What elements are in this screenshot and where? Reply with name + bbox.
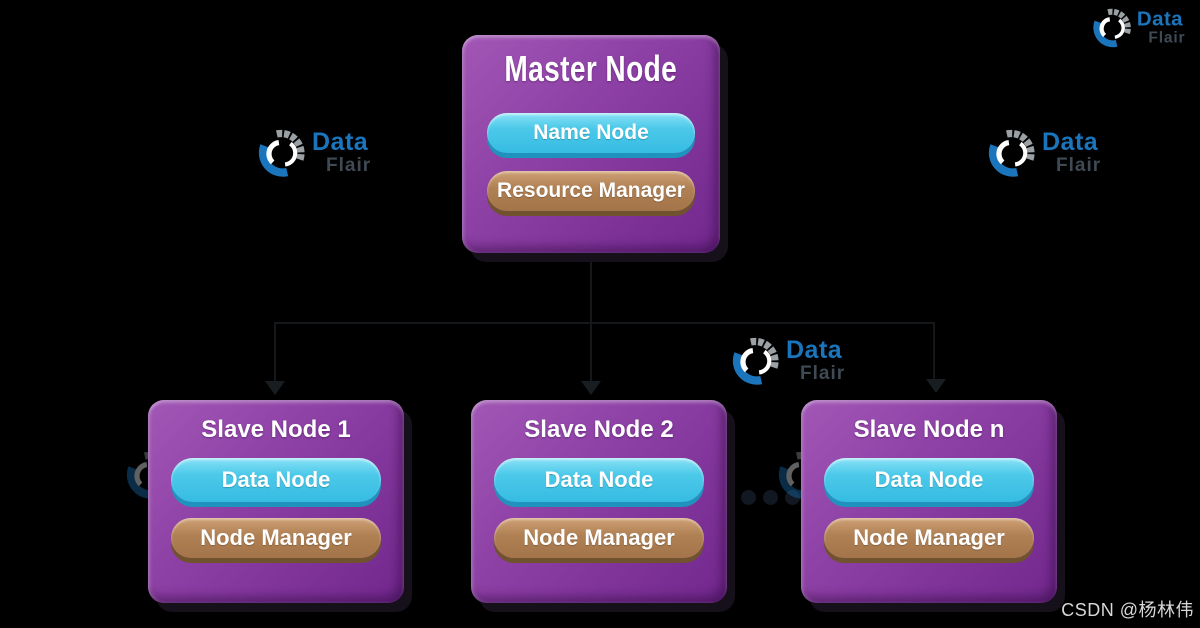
dataflair-logo: Data Flair: [730, 332, 845, 390]
dataflair-wordmark-data: Data: [312, 128, 369, 156]
master-node-box: Master Node Name Node Resource Manager: [462, 35, 720, 253]
dataflair-wordmark-flair: Flair: [800, 363, 846, 384]
node-manager-pill: Node Manager: [494, 518, 704, 558]
slave-node-n-box: Slave Node n Data Node Node Manager: [801, 400, 1057, 603]
connector-drop-slaven: [933, 322, 935, 380]
ellipsis-dot: [763, 490, 778, 505]
ellipsis-dot: [785, 490, 800, 505]
connector-master-vertical: [590, 253, 592, 323]
name-node-pill: Name Node: [487, 113, 695, 153]
data-node-pill: Data Node: [494, 458, 704, 502]
dataflair-logo: Data Flair: [1091, 4, 1185, 52]
dataflair-swirl-icon: [988, 129, 1035, 177]
ellipsis-dot: [741, 490, 756, 505]
slave-node-2-box: Slave Node 2 Data Node Node Manager: [471, 400, 727, 603]
dataflair-swirl-icon: [732, 337, 779, 385]
dataflair-wordmark-data: Data: [1042, 128, 1099, 156]
dataflair-swirl-icon: [1093, 8, 1131, 48]
arrow-down-icon: [926, 379, 946, 393]
node-manager-pill: Node Manager: [824, 518, 1034, 558]
dataflair-wordmark-flair: Flair: [1056, 155, 1102, 176]
csdn-credit-watermark: CSDN @杨林伟: [1061, 600, 1194, 620]
dataflair-logo: Data Flair: [256, 124, 371, 182]
dataflair-wordmark-flair: Flair: [326, 155, 372, 176]
resource-manager-pill: Resource Manager: [487, 171, 695, 211]
dataflair-wordmark-data: Data: [786, 336, 843, 364]
master-node-title: Master Node: [504, 48, 678, 89]
dataflair-wordmark-data: Data: [1136, 7, 1183, 31]
data-node-pill: Data Node: [171, 458, 381, 502]
arrow-down-icon: [265, 381, 285, 395]
slave-node-2-title: Slave Node 2: [524, 416, 674, 443]
slave-node-1-box: Slave Node 1 Data Node Node Manager: [148, 400, 404, 603]
connector-drop-slave2: [590, 322, 592, 382]
data-node-pill: Data Node: [824, 458, 1034, 502]
slave-node-n-title: Slave Node n: [853, 416, 1005, 443]
arrow-down-icon: [581, 381, 601, 395]
node-manager-pill: Node Manager: [171, 518, 381, 558]
dataflair-wordmark-flair: Flair: [1148, 29, 1186, 47]
dataflair-logo: Data Flair: [986, 124, 1101, 182]
dataflair-swirl-icon: [258, 129, 305, 177]
connector-drop-slave1: [274, 322, 276, 382]
slave-node-1-title: Slave Node 1: [201, 416, 351, 443]
connector-horizontal: [274, 322, 935, 324]
